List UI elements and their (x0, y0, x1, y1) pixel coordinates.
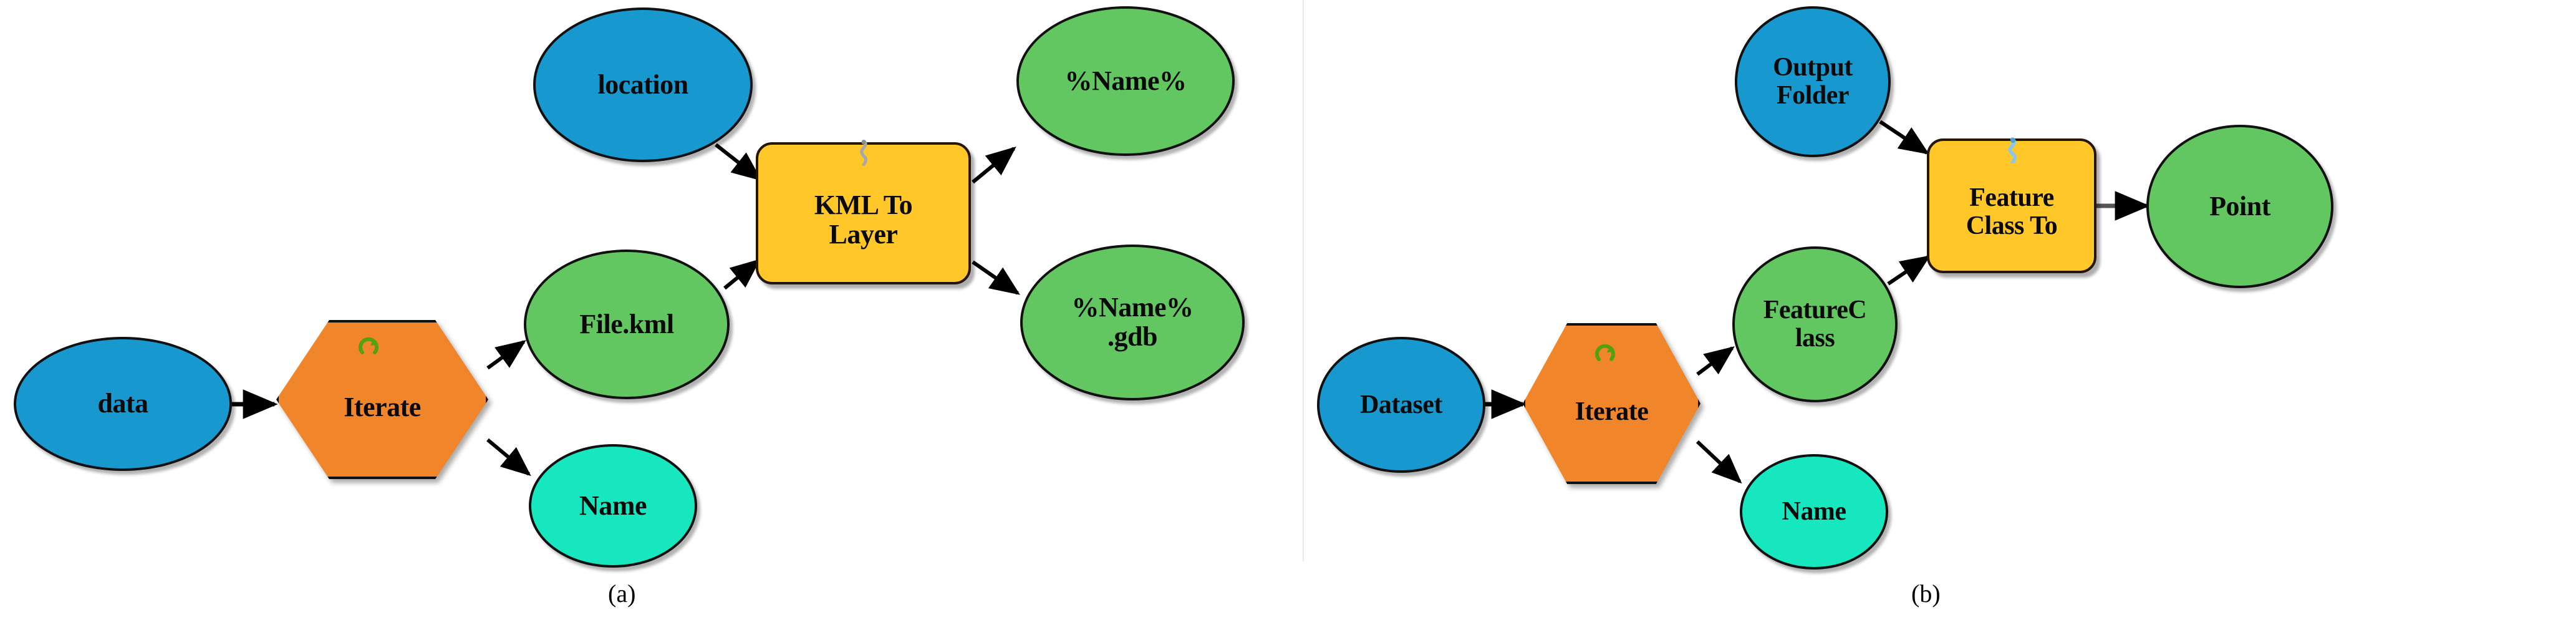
node-iterate[interactable]: Iterate (276, 320, 488, 479)
node-name-b-label: Name (1782, 497, 1846, 526)
connector-iterate-to-name (486, 438, 531, 477)
node-output-folder-label: Output Folder (1773, 53, 1853, 110)
node-feature-class-to-point[interactable]: Feature Class To (1927, 137, 2096, 273)
node-iterate-b[interactable]: Iterate (1523, 323, 1700, 484)
node-file-kml[interactable]: File.kml (524, 250, 730, 399)
connector-iterate-to-name (1696, 440, 1742, 484)
node-kml-to-layer-label: KML To Layer (814, 190, 913, 250)
node-output-folder[interactable]: Output Folder (1735, 6, 1891, 157)
node-name-gdb-label: %Name% .gdb (1071, 292, 1194, 352)
node-point-label: Point (2209, 190, 2270, 221)
node-name-gdb[interactable]: %Name% .gdb (1020, 245, 1245, 400)
caption-a: (a) (608, 579, 635, 608)
caption-b-text: (b) (1911, 579, 1941, 608)
connector-filekml-to-kmltolayer (723, 258, 761, 290)
node-kml-to-layer[interactable]: KML To Layer (756, 140, 971, 284)
connector-kmltolayer-to-nameout (972, 146, 1016, 184)
node-featureclass-label: FeatureC lass (1763, 296, 1867, 352)
node-featureclass[interactable]: FeatureC lass (1732, 246, 1898, 402)
panel-a-kml-to-layer-model: data Iterate File.kml Name location (14, 6, 1245, 608)
node-name-b[interactable]: Name (1740, 454, 1888, 570)
connector-location-to-kmltolayer (715, 143, 762, 181)
node-point[interactable]: Point (2146, 125, 2333, 288)
node-file-kml-label: File.kml (579, 308, 674, 339)
panel-b-connectors (1483, 120, 2150, 484)
connector-iterate-to-filekml (486, 340, 526, 370)
caption-b: (b) (1911, 579, 1941, 608)
connector-featureclass-to-fctopoint (1887, 255, 1931, 286)
node-iterate-b-label: Iterate (1575, 397, 1649, 426)
node-data-label: data (97, 388, 148, 419)
connector-kmltolayer-to-namegdb (972, 260, 1020, 295)
tool-icon-grey (860, 140, 867, 166)
node-dataset[interactable]: Dataset (1317, 337, 1485, 473)
node-feature-class-to-point-label: Feature Class To (1966, 183, 2058, 240)
node-data[interactable]: data (14, 337, 232, 471)
node-name[interactable]: Name (529, 444, 697, 568)
node-location[interactable]: location (533, 7, 753, 162)
connector-iterate-to-featureclass (1696, 346, 1735, 376)
tool-icon-blue (2008, 137, 2017, 163)
node-name-label: Name (579, 490, 647, 521)
panel-b-feature-class-to-point-model: Dataset Iterate FeatureC lass Name Outpu… (1303, 0, 2576, 640)
node-name-out-label: %Name% (1064, 65, 1187, 96)
node-iterate-label: Iterate (344, 392, 421, 423)
node-name-out[interactable]: %Name% (1016, 6, 1235, 156)
node-location-label: location (597, 69, 688, 100)
connector-outputfolder-to-fctopoint (1879, 120, 1929, 155)
caption-a-text: (a) (608, 579, 636, 608)
node-dataset-label: Dataset (1360, 390, 1442, 419)
panel-divider (1303, 0, 1304, 561)
